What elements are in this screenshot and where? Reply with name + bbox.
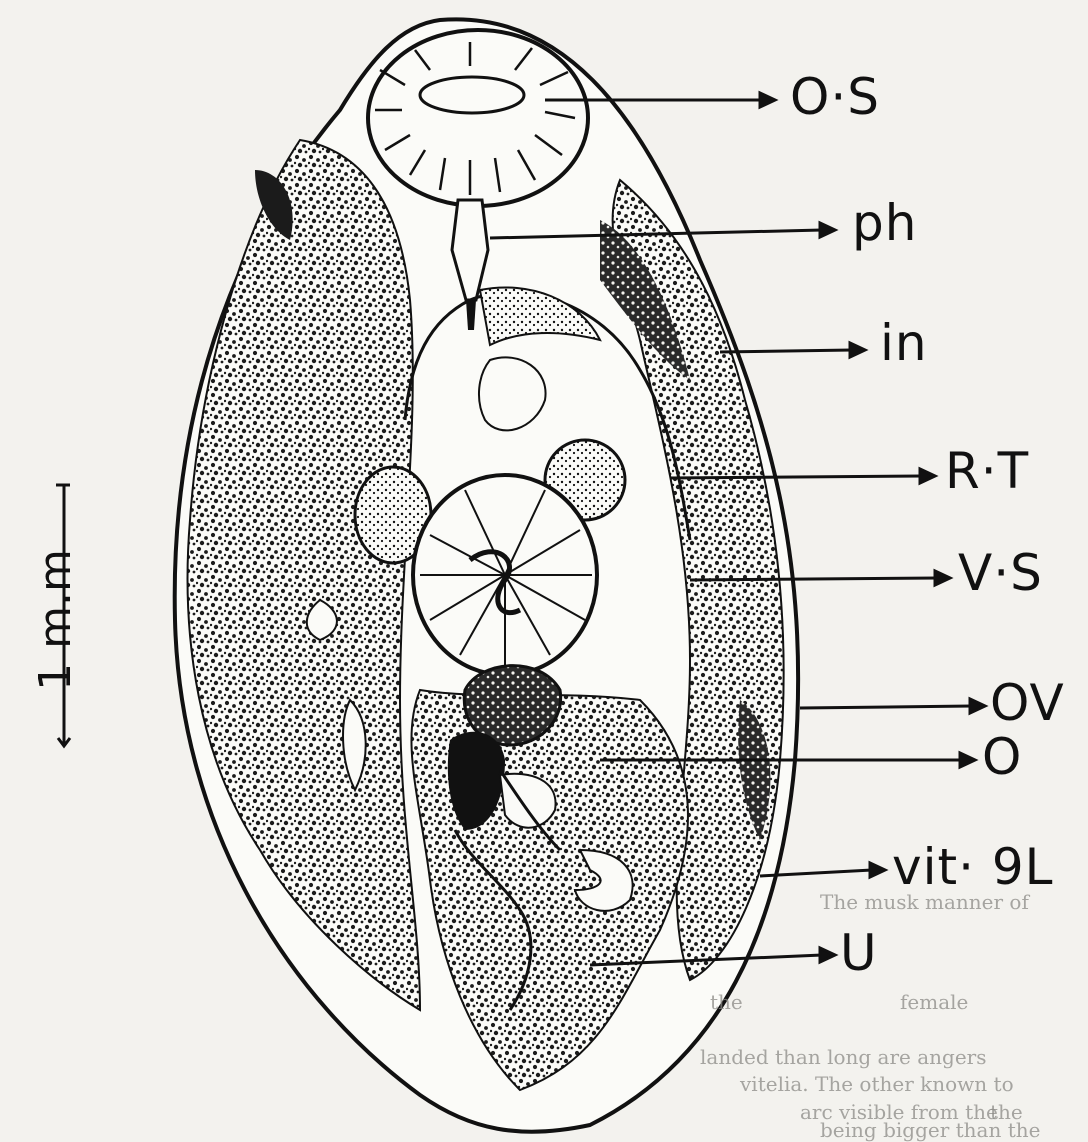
oral-sucker [368, 30, 588, 206]
label-oral-sucker: O·S [790, 72, 880, 122]
label-pharynx: ph [852, 198, 917, 248]
label-ventral-sucker: V·S [958, 548, 1043, 598]
label-right-testis: R·T [945, 446, 1029, 496]
background-text-line: being bigger than the [820, 1118, 1040, 1142]
scale-bar-label: 1 m.m [0, 585, 130, 655]
label-uterus: U [840, 928, 878, 978]
vitelline-gland-left [188, 140, 420, 1010]
label-ovary: OV [990, 678, 1065, 728]
background-text-line: female [900, 990, 968, 1014]
background-text-line: landed than long are angers [700, 1045, 987, 1069]
label-vitelline-gland: vit· 9L [892, 842, 1054, 892]
label-o: O [982, 732, 1022, 782]
background-text-line: The musk manner of [820, 890, 1029, 914]
background-text-line: the [710, 990, 743, 1014]
label-intestine: in [880, 318, 928, 368]
ventral-sucker [413, 475, 597, 675]
background-text-line: vitelia. The other known to [740, 1072, 1014, 1096]
